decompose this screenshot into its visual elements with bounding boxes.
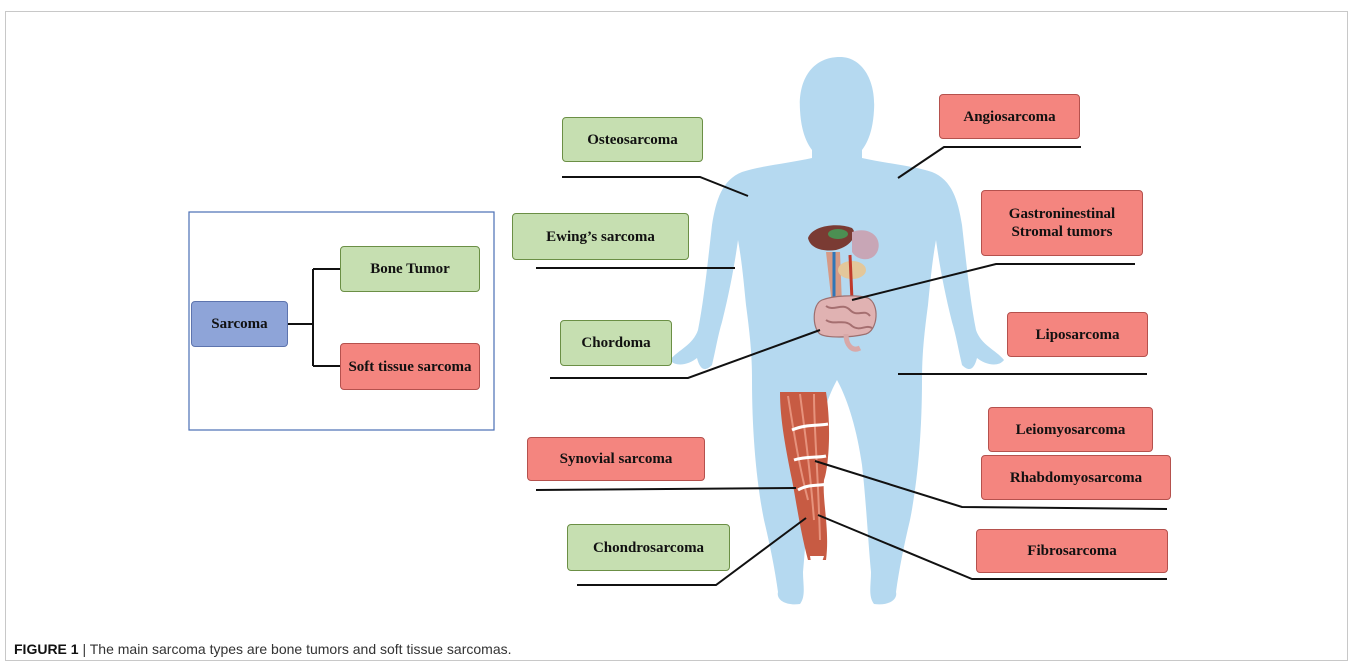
ewings-sarcoma-label: Ewing’s sarcoma [512, 213, 689, 260]
legend-connectors [288, 269, 340, 366]
chondrosarcoma-label: Chondrosarcoma [567, 524, 730, 571]
osteosarcoma-pointer [562, 177, 748, 196]
gist-label-line1: Gastroninestinal [1009, 205, 1115, 223]
soft-tissue-sarcoma-node: Soft tissue sarcoma [340, 343, 480, 390]
angiosarcoma-label: Angiosarcoma [939, 94, 1080, 139]
synovial-sarcoma-label: Synovial sarcoma [527, 437, 705, 481]
caption-separator: | [82, 641, 86, 657]
rhabdomyosarcoma-label: Rhabdomyosarcoma [981, 455, 1171, 500]
caption-label: FIGURE 1 [14, 641, 79, 657]
sarcoma-node: Sarcoma [191, 301, 288, 347]
gist-label-line2: Stromal tumors [1012, 223, 1113, 241]
osteosarcoma-label: Osteosarcoma [562, 117, 703, 162]
gist-label: Gastroninestinal Stromal tumors [981, 190, 1143, 256]
chordoma-label: Chordoma [560, 320, 672, 366]
liposarcoma-label: Liposarcoma [1007, 312, 1148, 357]
synovial-sarcoma-pointer [536, 488, 796, 490]
caption-text: The main sarcoma types are bone tumors a… [90, 641, 512, 657]
bone-tumor-node: Bone Tumor [340, 246, 480, 292]
fibrosarcoma-label: Fibrosarcoma [976, 529, 1168, 573]
leiomyosarcoma-label: Leiomyosarcoma [988, 407, 1153, 452]
figure-caption: FIGURE 1 | The main sarcoma types are bo… [14, 641, 512, 657]
